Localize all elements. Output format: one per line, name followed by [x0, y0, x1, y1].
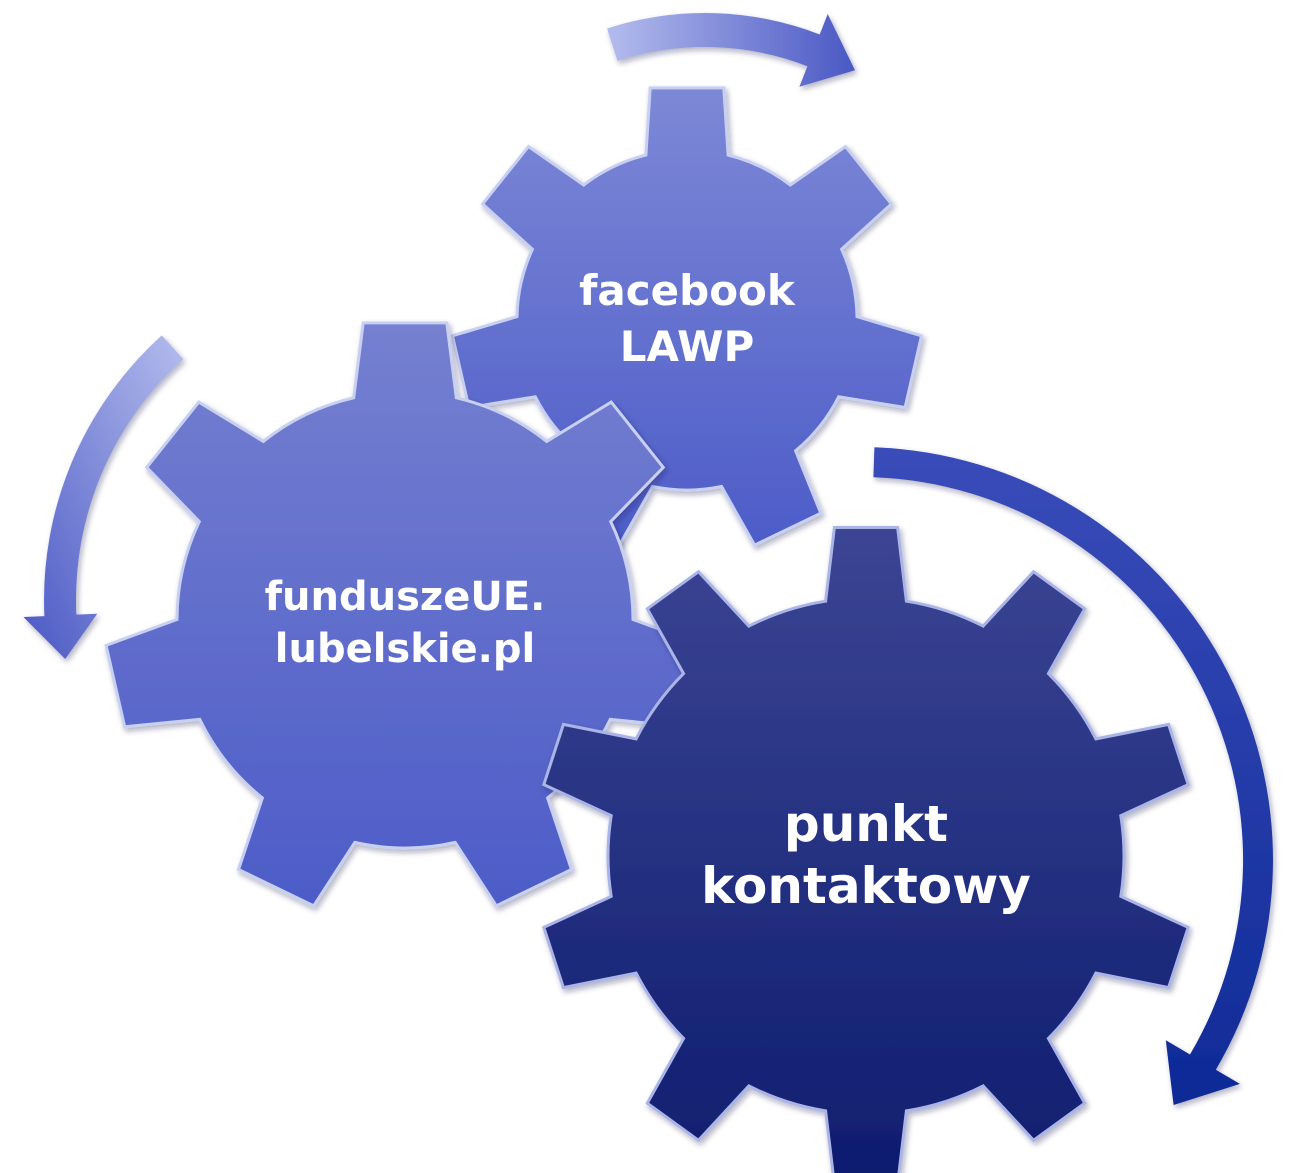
gear-label-line-1: punkt [784, 795, 948, 853]
gear-shape [541, 526, 1191, 1173]
gear-label-line-2: kontaktowy [701, 857, 1031, 915]
gear-punkt: punkt kontaktowy [541, 526, 1191, 1173]
gear-label-line-1: funduszeUE. [265, 574, 546, 620]
cycle-arrow-left [23, 335, 184, 659]
gear-label-line-2: LAWP [620, 322, 755, 371]
gear-label-line-2: lubelskie.pl [275, 626, 535, 672]
gear-label-line-1: facebook [579, 266, 796, 315]
cycle-arrow-top [607, 12, 855, 87]
cycle-arrow-right [873, 447, 1273, 1105]
